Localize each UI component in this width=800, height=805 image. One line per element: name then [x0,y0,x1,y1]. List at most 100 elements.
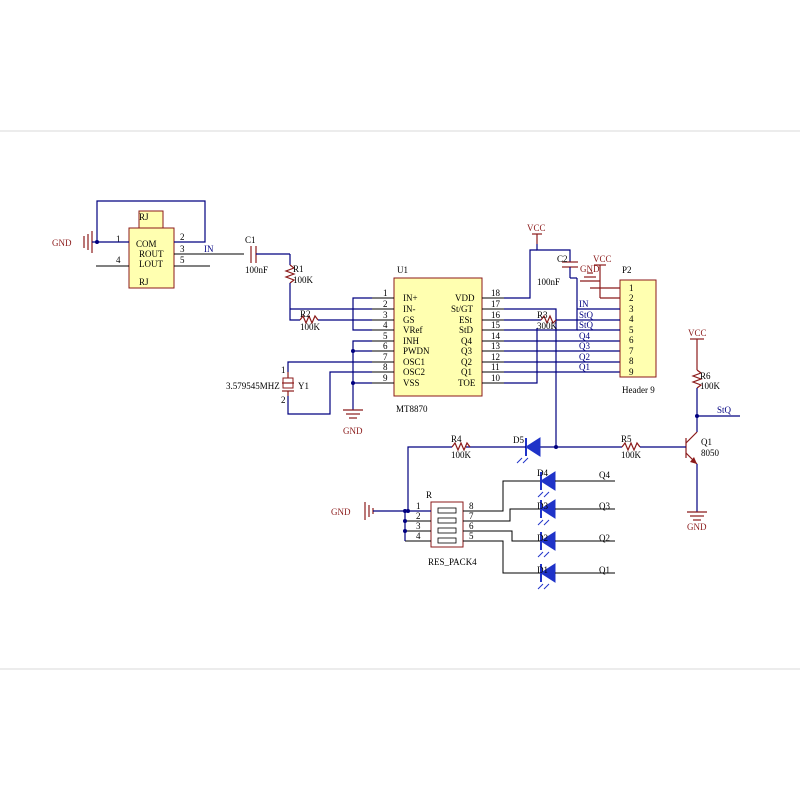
capacitor-c1: C1 100nF [245,235,290,275]
d2-name: D2 [537,533,548,543]
u1-pin-name-toe: TOE [458,378,476,388]
u1-pin-name-stgt: St/GT [451,304,474,314]
jack-pin-com: COM [136,239,157,249]
u1-pin-num-6: 6 [383,341,388,351]
u1-left-wiring [287,297,372,415]
gnd-symbol-u1: GND [343,409,363,436]
u1-right-wiring [504,244,620,447]
led-d1: D1 Q1 [537,563,615,590]
jack-label-bottom: RJ [139,277,149,287]
rpack-pin-5: 5 [469,531,474,541]
led-d2: D2 Q2 [537,531,615,558]
u1-pin-num-7: 7 [383,352,388,362]
u1-part: MT8870 [396,404,428,414]
rpack-pin-1: 1 [416,501,421,511]
p2-net-in: IN [579,299,589,309]
u1-pin-name-q4: Q4 [461,336,472,346]
p2-pin-1: 1 [629,283,634,293]
u1-pin-num-18: 18 [491,288,501,298]
gnd-symbol-input: GND [52,231,93,253]
p2-net-stq-b: StQ [579,320,594,330]
p2-part: Header 9 [622,385,655,395]
u1-pin-num-17: 17 [491,299,501,309]
gnd-symbol-q1: GND [687,511,707,532]
capacitor-c2: C2 100nF [537,254,578,287]
d3-name: D3 [537,501,548,511]
c2-value: 100nF [537,277,560,287]
u1-pin-name-osc1: OSC1 [403,357,425,367]
d5-name: D5 [513,435,524,445]
rpack-pin-4: 4 [416,531,421,541]
r1-name: R1 [293,264,304,274]
r2-name: R2 [300,309,311,319]
c1-name: C1 [245,235,256,245]
p2-net-stq-a: StQ [579,310,594,320]
vcc-label-u1: VCC [527,223,546,233]
jack-body [128,227,175,289]
r4-value: 100K [451,450,472,460]
jack-top-tab [138,210,164,229]
y1-name: Y1 [298,381,309,391]
u1-pin-name-inh: INH [403,336,419,346]
r2-value: 100K [300,322,321,332]
rpack-body [430,501,464,548]
u1-left-pins: 1 2 3 4 5 6 7 8 9 IN+ IN- GS VRef INH PW… [372,288,430,388]
resistor-r5: R5 100K [540,434,686,460]
resistor-r6: R6 100K [691,369,721,432]
resistor-r2: R2 100K [299,309,372,332]
u1-pin-num-3: 3 [383,310,388,320]
r6-name: R6 [700,371,711,381]
r4-name: R4 [451,434,462,444]
y1-pin-1: 1 [281,365,286,375]
u1-right-pins: 18 17 16 15 14 13 12 11 10 VDD St/GT ESt… [451,288,504,388]
d2-net: Q2 [599,533,610,543]
p2-pin-2: 2 [629,293,634,303]
u1-pin-num-14: 14 [491,331,501,341]
u1-pin-name-q2: Q2 [461,357,472,367]
ic-u1-mt8870: U1 MT8870 1 2 3 4 5 6 7 8 9 IN+ IN- GS [372,265,504,414]
p2-pin-8: 8 [629,356,634,366]
c1-value: 100nF [245,265,268,275]
rpack-pin-3: 3 [416,521,421,531]
vcc-symbol-q1: VCC [688,328,707,370]
rpack-name: R [426,490,432,500]
q1-part: 8050 [701,448,720,458]
p2-pin-6: 6 [629,335,634,345]
p2-pin-4: 4 [629,314,634,324]
jack-wiring [92,200,244,267]
d1-net: Q1 [599,565,610,575]
r1-value: 100K [293,275,314,285]
d4-net: Q4 [599,470,610,480]
u1-pin-name-vdd: VDD [455,293,475,303]
jack-pin-num-3: 3 [180,244,185,254]
transistor-q1: Q1 8050 [685,431,720,512]
u1-pin-num-2: 2 [383,299,388,309]
u1-pin-name-est: ESt [459,315,473,325]
u1-pin-num-9: 9 [383,373,388,383]
jack-pin-lout: LOUT [139,259,163,269]
rpack-pin-8: 8 [469,501,474,511]
r3-name: R3 [537,310,548,320]
p2-name: P2 [622,265,632,275]
u1-pin-num-12: 12 [491,352,500,362]
resistor-r1: R1 100K [284,254,314,321]
p2-pin-7: 7 [629,346,634,356]
vcc-label-q1: VCC [688,328,707,338]
u1-pin-name-gs: GS [403,315,415,325]
u1-name: U1 [397,265,408,275]
rpack-pin-6: 6 [469,521,474,531]
jack-pin-rout: ROUT [139,249,164,259]
gnd-symbol-header: GND [580,264,600,282]
r6-value: 100K [700,381,721,391]
c2-name: C2 [557,254,568,264]
q1-net-stq: StQ [717,405,732,415]
d4-name: D4 [537,468,548,478]
resistor-pack: R RES_PACK4 1 2 3 4 8 7 6 5 [373,480,541,574]
led-d5: D5 [513,435,541,464]
vcc-label-header: VCC [593,254,612,264]
vcc-symbol-u1: VCC [527,223,546,244]
crystal-y1: 1 2 Y1 3.579545MHZ [226,365,309,405]
rpack-pin-7: 7 [469,511,474,521]
u1-pin-name-in-plus: IN+ [403,293,418,303]
